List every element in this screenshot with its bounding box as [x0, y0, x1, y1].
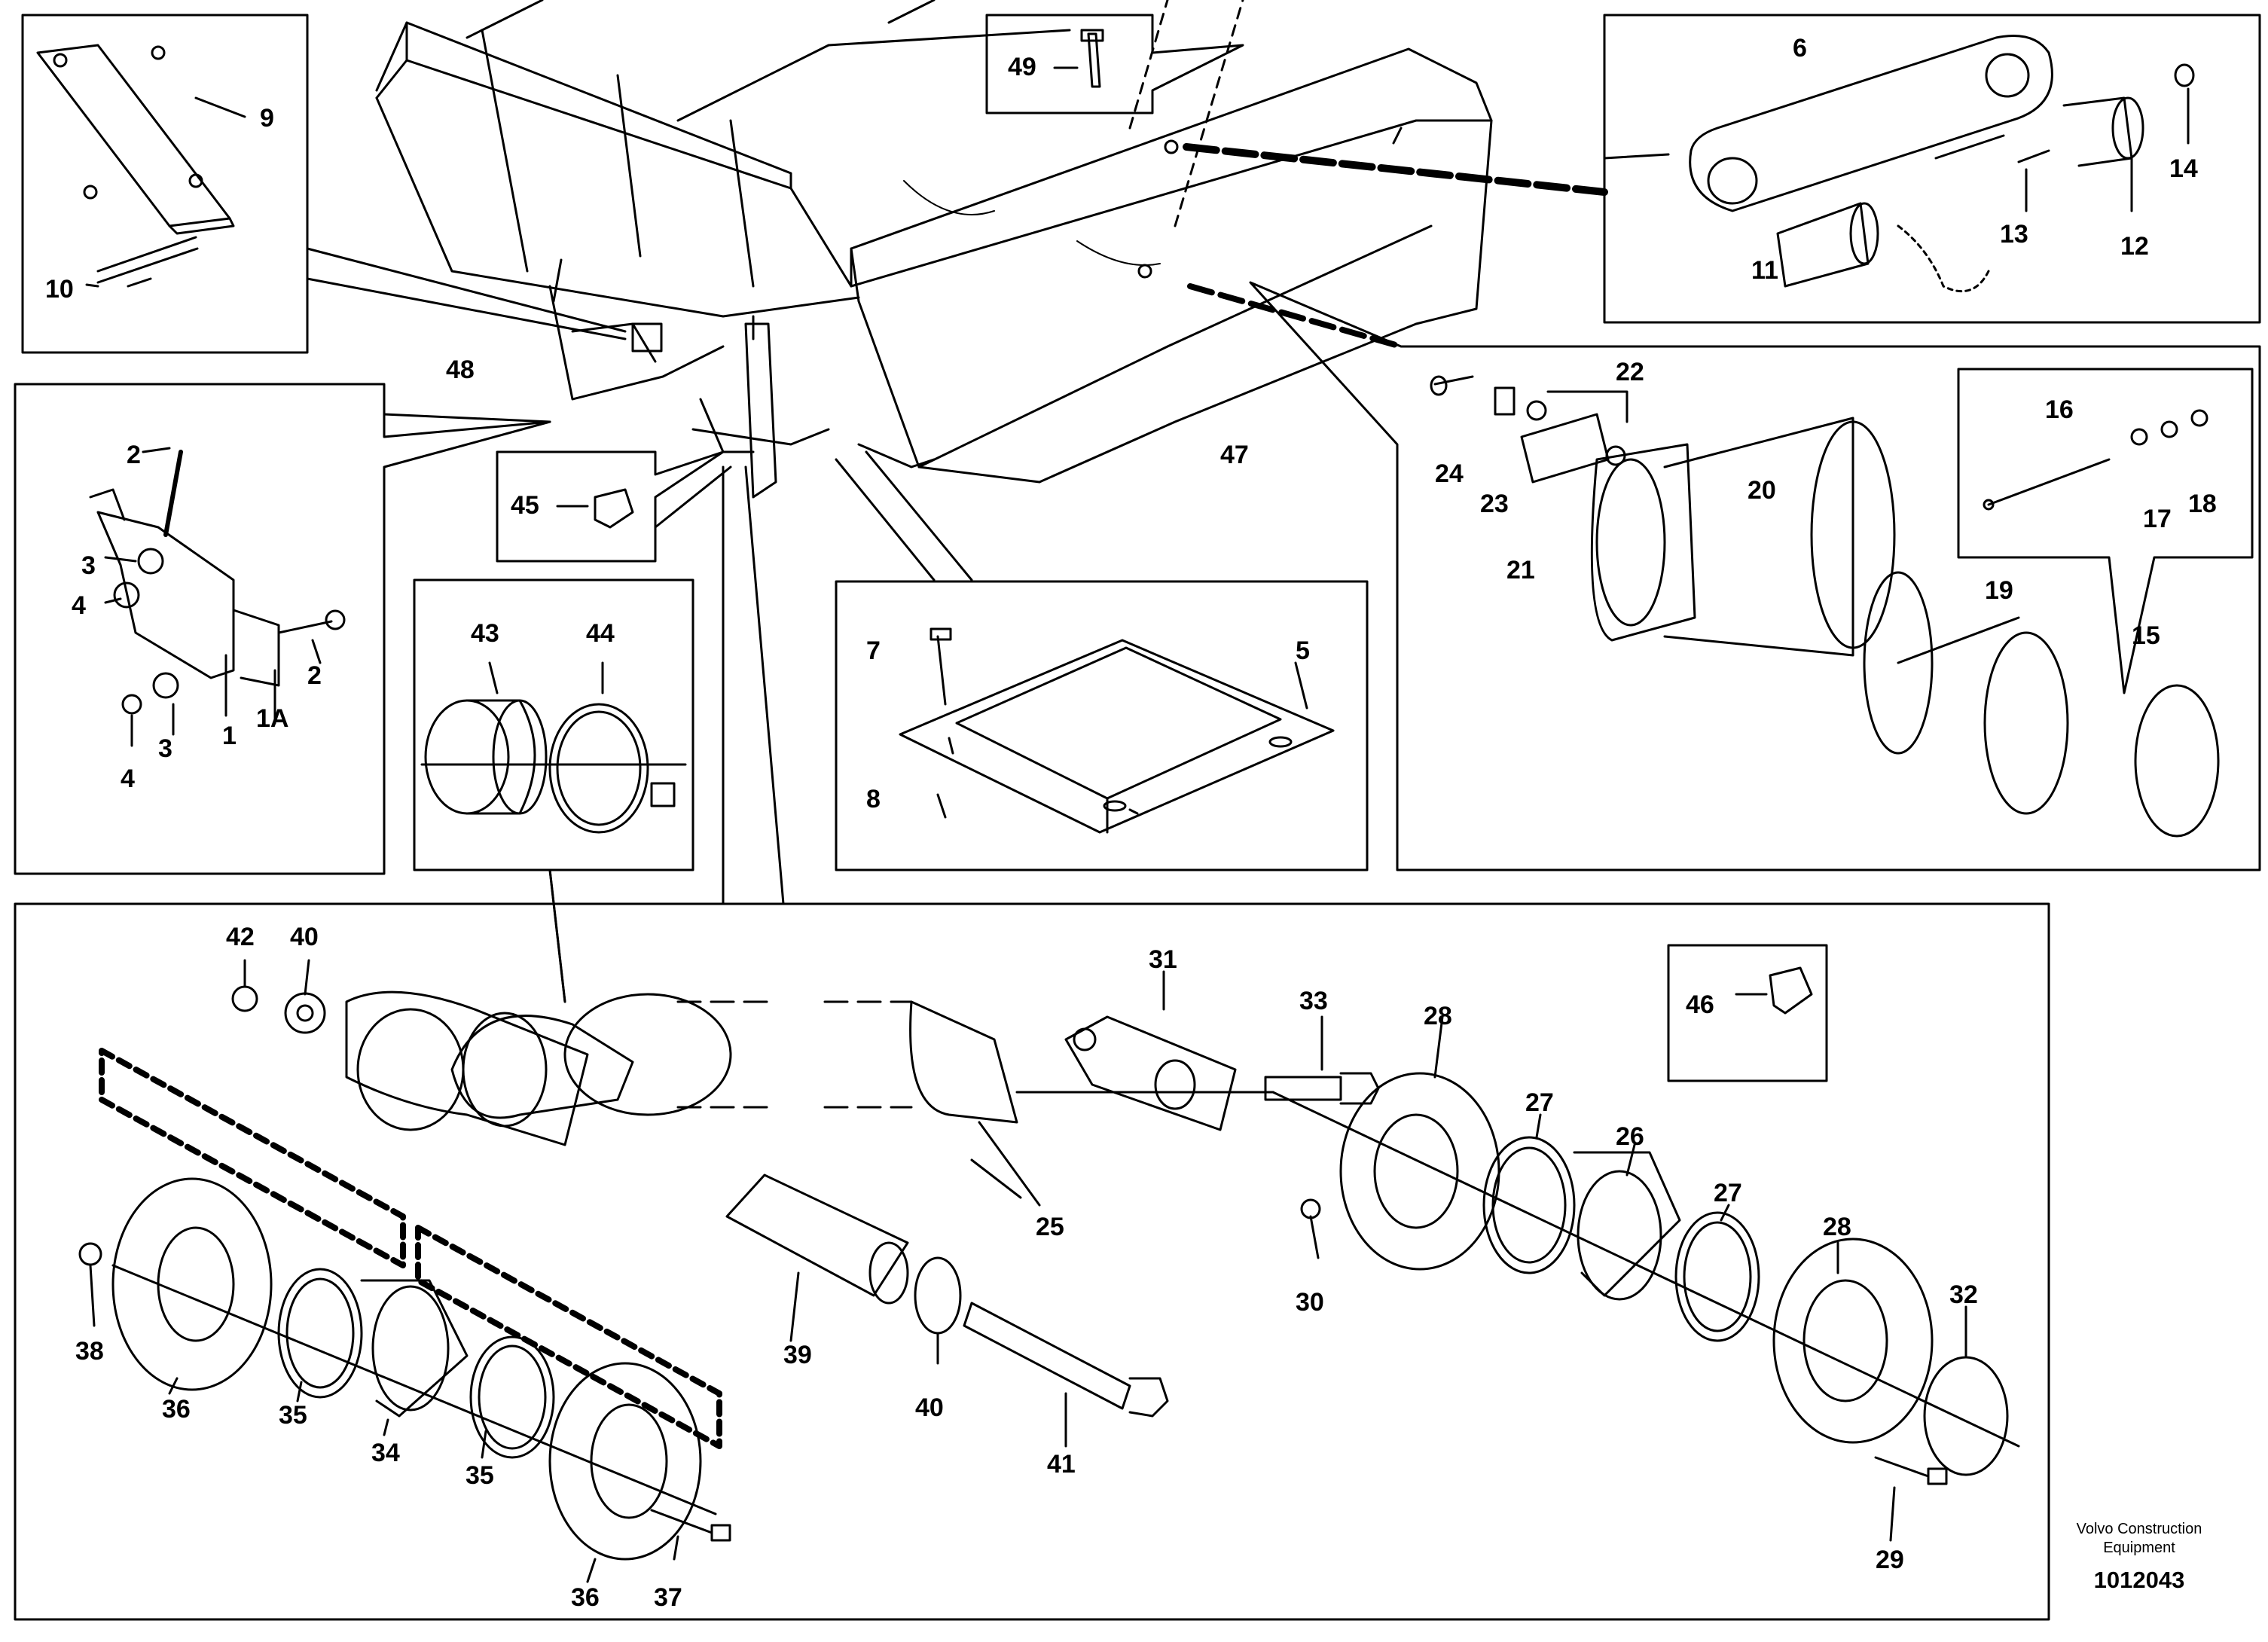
callout-12: 12 — [2120, 232, 2149, 261]
credit-line-1: Volvo Construction — [2076, 1521, 2202, 1537]
callout-23: 23 — [1480, 490, 1509, 518]
callout-30: 30 — [1296, 1288, 1324, 1317]
callout-2-right: 2 — [307, 661, 322, 690]
callout-45: 45 — [511, 491, 539, 520]
detail-box-bracket — [14, 383, 551, 875]
callout-37: 37 — [654, 1583, 682, 1612]
callout-32: 32 — [1949, 1280, 1978, 1309]
detail-box-grease-45 — [496, 450, 725, 563]
callout-14: 14 — [2169, 154, 2198, 183]
callout-42: 42 — [226, 923, 255, 951]
callout-36-right: 36 — [571, 1583, 600, 1612]
callout-20: 20 — [1748, 476, 1776, 505]
callout-labels: 9 10 48 49 47 45 6 11 12 13 14 2 3 4 2 1… — [45, 34, 2217, 1612]
callout-48: 48 — [446, 356, 475, 384]
callout-11: 11 — [1751, 256, 1778, 285]
callout-29: 29 — [1876, 1546, 1904, 1574]
detail-box-pin — [1249, 281, 2261, 871]
callout-47: 47 — [1220, 441, 1249, 469]
callout-2-top: 2 — [127, 441, 141, 469]
callout-46: 46 — [1686, 990, 1714, 1019]
callout-4-top: 4 — [72, 591, 86, 620]
callout-49: 49 — [1008, 53, 1036, 81]
callout-15: 15 — [2132, 621, 2160, 650]
publisher-credit: Volvo Construction Equipment — [2034, 1520, 2245, 1558]
callout-41: 41 — [1047, 1450, 1076, 1479]
callout-38: 38 — [75, 1337, 104, 1366]
detail-box-joint — [14, 902, 2050, 1621]
leader-bellows — [548, 868, 566, 1003]
detail-box-bellows — [413, 578, 694, 1003]
callout-1A: 1A — [256, 704, 288, 733]
callout-27-right: 27 — [1714, 1179, 1742, 1207]
callout-19: 19 — [1985, 576, 2013, 605]
callout-22: 22 — [1616, 358, 1644, 386]
leader-link-dashed — [1183, 143, 1608, 196]
leader-box-bracket — [383, 413, 551, 423]
callout-39: 39 — [783, 1341, 812, 1369]
callout-40-bottom: 40 — [915, 1393, 944, 1422]
callout-24: 24 — [1435, 459, 1464, 488]
callout-13: 13 — [2000, 220, 2028, 249]
callout-28-bottom: 28 — [1823, 1213, 1851, 1241]
detail-box-bolt-49 — [985, 14, 1244, 114]
document-number: 1012043 — [2093, 1567, 2185, 1593]
detail-box-grease-46 — [1667, 944, 1828, 1082]
callout-6: 6 — [1793, 34, 1807, 63]
callout-16: 16 — [2045, 395, 2074, 424]
callout-26: 26 — [1616, 1122, 1644, 1151]
leader-box-plate-b — [306, 277, 627, 340]
detail-box-link — [1603, 14, 2261, 324]
callout-25: 25 — [1036, 1213, 1064, 1241]
callout-40-top: 40 — [290, 923, 319, 951]
callout-21: 21 — [1506, 556, 1535, 584]
callout-44: 44 — [586, 619, 615, 648]
callout-18: 18 — [2188, 490, 2217, 518]
callout-35-right: 35 — [466, 1461, 494, 1490]
detail-box-plate — [21, 14, 309, 354]
credit-line-2: Equipment — [2103, 1540, 2175, 1556]
detail-box-pad — [835, 580, 1369, 871]
callout-10: 10 — [45, 275, 74, 304]
callout-31: 31 — [1149, 945, 1177, 974]
callout-3-bottom: 3 — [158, 734, 172, 763]
callout-27-left: 27 — [1525, 1088, 1554, 1117]
leader-box-pad-b — [865, 450, 973, 581]
callout-17: 17 — [2143, 505, 2172, 533]
leader-box-plate — [306, 247, 627, 333]
leader-box-45 — [654, 465, 732, 529]
callout-4-bottom: 4 — [121, 765, 135, 793]
callout-9: 9 — [260, 104, 274, 133]
dump-body-overview — [375, 0, 1493, 499]
leader-box-pad — [835, 458, 936, 581]
leader-pin-dashed — [1187, 283, 1404, 349]
callout-8: 8 — [866, 785, 881, 813]
callout-7: 7 — [866, 636, 881, 665]
callout-36-left: 36 — [162, 1395, 191, 1424]
callout-43: 43 — [471, 619, 499, 648]
callout-35-left: 35 — [279, 1401, 307, 1430]
callout-33: 33 — [1299, 987, 1328, 1015]
callout-34: 34 — [371, 1439, 400, 1467]
callout-1: 1 — [222, 722, 237, 750]
callout-5: 5 — [1296, 636, 1310, 665]
callout-28-top: 28 — [1424, 1002, 1452, 1030]
callout-3-top: 3 — [81, 551, 96, 580]
leader-joint-b — [744, 465, 785, 905]
